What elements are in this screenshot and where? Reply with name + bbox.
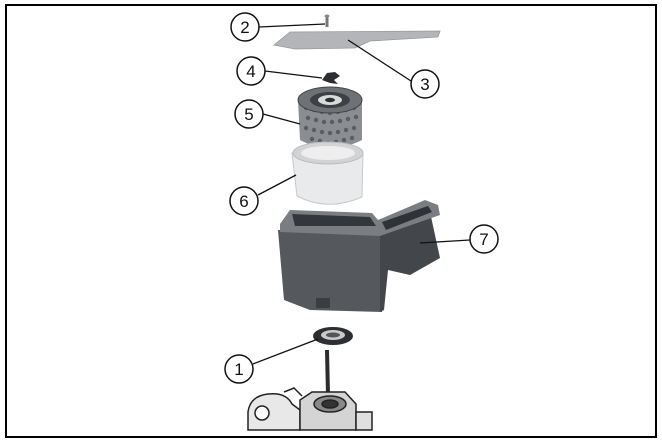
callout-6: 6 (229, 186, 259, 216)
leader-1 (252, 338, 319, 365)
callout-6-label: 6 (239, 192, 248, 211)
callout-2: 2 (230, 12, 260, 42)
part-3-cover (273, 30, 441, 50)
part-1-gasket (313, 327, 353, 345)
part-2-screw (324, 14, 330, 27)
part-7-housing (278, 200, 440, 312)
callout-1: 1 (224, 354, 254, 384)
leader-4 (264, 70, 323, 79)
part-6-pre-cleaner (291, 141, 364, 205)
callout-7: 7 (469, 224, 499, 254)
callout-2-label: 2 (240, 18, 249, 37)
callout-3-label: 3 (420, 75, 429, 94)
callout-1-label: 1 (234, 360, 243, 379)
leader-5 (262, 113, 301, 125)
leader-7 (419, 239, 471, 244)
callout-7-label: 7 (479, 230, 488, 249)
leader-3 (347, 39, 412, 82)
callout-5: 5 (234, 99, 264, 129)
leader-6 (257, 174, 297, 196)
leader-2 (258, 23, 326, 28)
carburetor-base (247, 387, 373, 431)
callout-5-label: 5 (244, 105, 253, 124)
callout-4-label: 4 (246, 62, 255, 81)
leader-lines (252, 23, 471, 365)
part-5-filter-element (297, 86, 363, 148)
callout-3: 3 (410, 69, 440, 99)
mounting-stud (325, 349, 330, 396)
part-4-wing-nut (322, 72, 340, 84)
callout-4: 4 (236, 56, 266, 86)
